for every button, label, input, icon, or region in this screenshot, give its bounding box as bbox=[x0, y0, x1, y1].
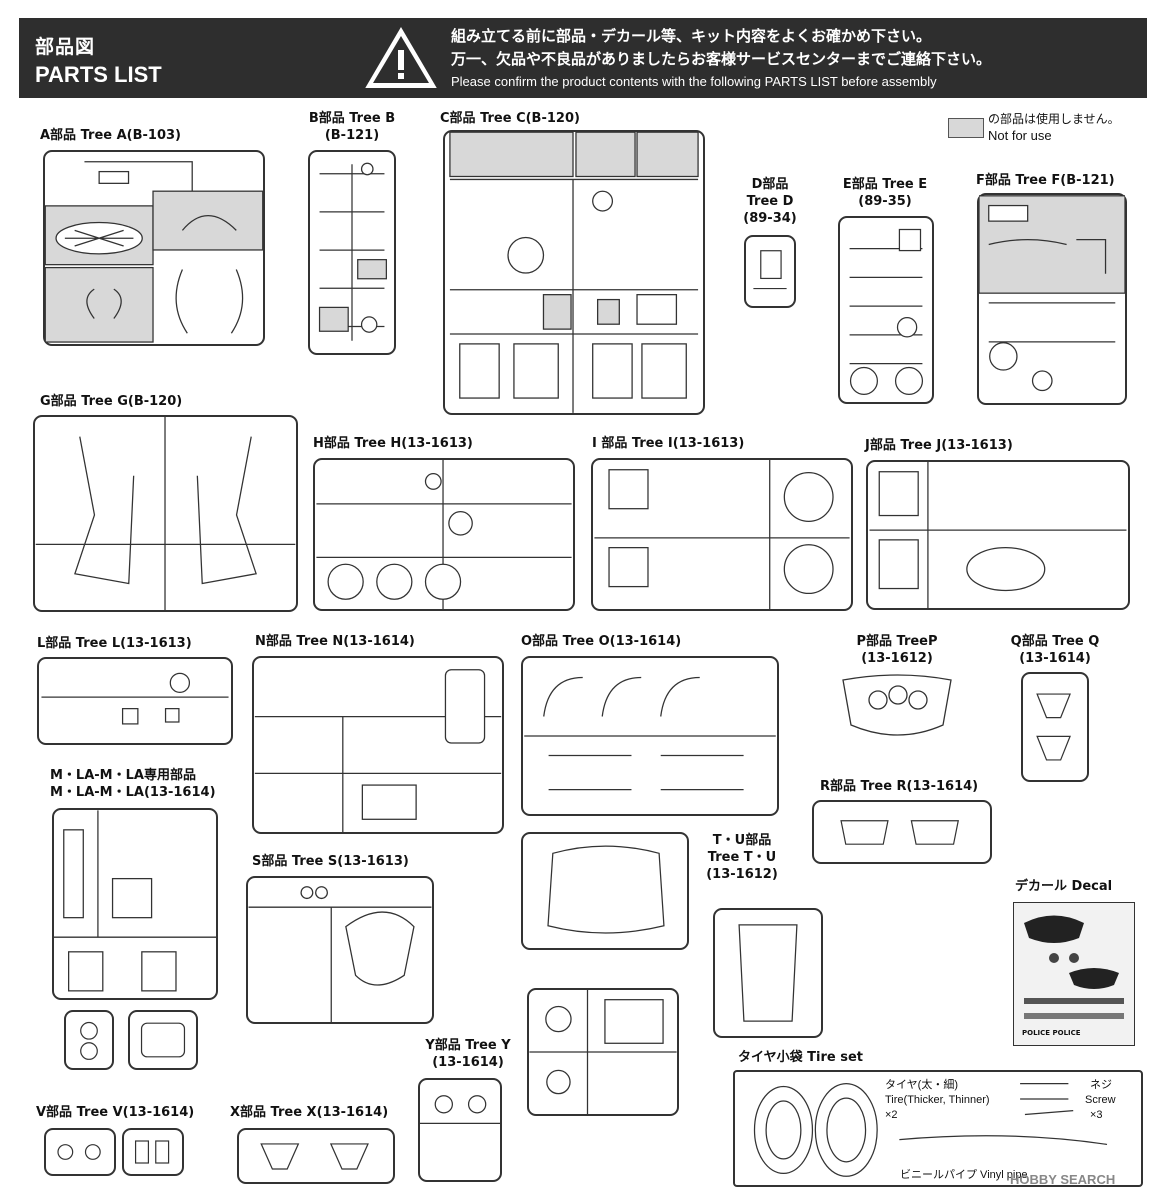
tree-x-label: X部品 Tree X(13-1614) bbox=[230, 1105, 389, 1120]
tree-p-label-name: P部品 TreeP bbox=[856, 634, 938, 649]
tree-o-label: O部品 Tree O(13-1614) bbox=[521, 634, 682, 649]
warning-text-jp-2: 万一、欠品や不良品がありましたらお客様サービスセンターまでご連絡下さい。 bbox=[451, 50, 992, 68]
tree-h-frame bbox=[313, 458, 575, 611]
tree-e-label: E部品 Tree E (89-35) bbox=[835, 176, 935, 210]
decal-graphics bbox=[1024, 915, 1124, 1019]
tire-set-label: タイヤ小袋 Tire set bbox=[738, 1050, 863, 1065]
tree-j-label: J部品 Tree J(13-1613) bbox=[865, 438, 1013, 453]
warning-text-en: Please confirm the product contents with… bbox=[451, 74, 937, 89]
tree-tu-label-code: (13-1612) bbox=[706, 867, 778, 882]
tire-set-frame: タイヤ(太・細) Tire(Thicker, Thinner) ×2 ネジ Sc… bbox=[733, 1070, 1143, 1187]
tree-p-label: P部品 TreeP (13-1612) bbox=[842, 633, 952, 667]
tree-y-label-name: Y部品 Tree Y bbox=[425, 1038, 511, 1053]
tree-a-label: A部品 Tree A(B-103) bbox=[40, 128, 181, 143]
tree-v-frame-2 bbox=[122, 1128, 184, 1176]
tree-l-frame bbox=[37, 657, 233, 745]
tree-b-label: B部品 Tree B (B-121) bbox=[302, 110, 402, 144]
tree-q-label-name: Q部品 Tree Q bbox=[1010, 634, 1100, 649]
tree-b-label-code: (B-121) bbox=[324, 128, 380, 143]
tree-l-label: L部品 Tree L(13-1613) bbox=[37, 636, 192, 651]
tree-q-label: Q部品 Tree Q (13-1614) bbox=[1005, 633, 1105, 667]
tree-x-frame bbox=[237, 1128, 395, 1184]
tree-i-frame bbox=[591, 458, 853, 611]
tire-label-jp: タイヤ(太・細) bbox=[885, 1079, 958, 1091]
tree-c-label: C部品 Tree C(B-120) bbox=[440, 111, 580, 126]
tree-v-label: V部品 Tree V(13-1614) bbox=[36, 1105, 195, 1120]
tree-n-label: N部品 Tree N(13-1614) bbox=[255, 634, 415, 649]
tree-g-frame bbox=[33, 415, 298, 612]
watermark: HOBBY SEARCH bbox=[1010, 1172, 1116, 1187]
tree-c-frame bbox=[443, 130, 705, 415]
tree-e-label-name: E部品 Tree E bbox=[842, 177, 928, 192]
page-title-en: PARTS LIST bbox=[35, 62, 162, 87]
tree-a-frame bbox=[43, 150, 265, 346]
tree-tu-label-sub: Tree T・U bbox=[707, 850, 777, 865]
header-bar: 部品図 PARTS LIST 組み立てる前に部品・デカール等、キット内容をよくお… bbox=[19, 18, 1147, 98]
tree-o-frame bbox=[521, 656, 779, 816]
screw-label-en: Screw bbox=[1085, 1094, 1116, 1106]
tree-u-frame bbox=[713, 908, 823, 1038]
vinyl-pipe-label: ビニールパイプ Vinyl pipe bbox=[900, 1169, 1028, 1181]
tree-d-label: D部品 Tree D (89-34) bbox=[740, 176, 800, 227]
tree-t2-frame bbox=[527, 988, 679, 1116]
not-for-use-swatch bbox=[948, 118, 984, 138]
tree-d-label-sub: Tree D bbox=[746, 194, 794, 209]
screw-label-jp: ネジ bbox=[1090, 1079, 1112, 1091]
tree-r-label: R部品 Tree R(13-1614) bbox=[820, 779, 979, 794]
decal-sheet: POLICE POLICE bbox=[1013, 902, 1135, 1046]
tree-q-label-code: (13-1614) bbox=[1019, 651, 1091, 666]
tree-m-sub-frame-1 bbox=[64, 1010, 114, 1070]
tree-d-label-name: D部品 bbox=[751, 177, 789, 192]
tree-m-frame bbox=[52, 808, 218, 1000]
tree-tu-label-name: T・U部品 bbox=[712, 833, 772, 848]
tree-v-frame-1 bbox=[44, 1128, 116, 1176]
not-for-use-label-en: Not for use bbox=[988, 128, 1052, 143]
decal-police-text: POLICE POLICE bbox=[1022, 1029, 1081, 1037]
page-title-jp: 部品図 bbox=[35, 36, 96, 58]
tree-h-label: H部品 Tree H(13-1613) bbox=[313, 436, 473, 451]
decal-label: デカール Decal bbox=[1015, 879, 1113, 894]
tree-f-frame bbox=[977, 193, 1127, 405]
tree-s-label: S部品 Tree S(13-1613) bbox=[252, 854, 409, 869]
not-for-use-label-jp: の部品は使用しません。 bbox=[988, 112, 1120, 126]
tree-d-frame bbox=[744, 235, 796, 308]
tree-f-label: F部品 Tree F(B-121) bbox=[976, 173, 1115, 188]
tree-b-label-name: B部品 Tree B bbox=[308, 111, 396, 126]
tree-t-frame bbox=[521, 832, 689, 950]
tree-y-label: Y部品 Tree Y (13-1614) bbox=[418, 1037, 518, 1071]
tree-p-label-code: (13-1612) bbox=[861, 651, 933, 666]
screw-qty: ×3 bbox=[1090, 1109, 1103, 1121]
tree-b-frame bbox=[308, 150, 396, 355]
tree-y-label-code: (13-1614) bbox=[432, 1055, 504, 1070]
tree-m-label-code: M・LA-M・LA(13-1614) bbox=[50, 785, 216, 800]
warning-icon bbox=[365, 27, 437, 88]
tree-m-label: M・LA-M・LA専用部品 M・LA-M・LA(13-1614) bbox=[50, 767, 216, 801]
tree-s-frame bbox=[246, 876, 434, 1024]
tree-m-sub-frame-2 bbox=[128, 1010, 198, 1070]
tree-i-label: I 部品 Tree I(13-1613) bbox=[592, 436, 745, 451]
tree-r-frame bbox=[812, 800, 992, 864]
tire-qty: ×2 bbox=[885, 1109, 898, 1121]
tree-d-label-code: (89-34) bbox=[743, 211, 797, 226]
tree-n-frame bbox=[252, 656, 504, 834]
tree-m-label-name: M・LA-M・LA専用部品 bbox=[50, 768, 196, 783]
tree-tu-label: T・U部品 Tree T・U (13-1612) bbox=[697, 832, 787, 883]
tree-y-frame bbox=[418, 1078, 502, 1182]
tree-q-frame bbox=[1021, 672, 1089, 782]
tree-g-label: G部品 Tree G(B-120) bbox=[40, 394, 183, 409]
tire-label-en: Tire(Thicker, Thinner) bbox=[885, 1094, 990, 1106]
tree-e-frame bbox=[838, 216, 934, 404]
tree-j-frame bbox=[866, 460, 1130, 610]
warning-text-jp-1: 組み立てる前に部品・デカール等、キット内容をよくお確かめ下さい。 bbox=[451, 27, 932, 45]
tree-p-fairing-part bbox=[842, 674, 952, 736]
tree-e-label-code: (89-35) bbox=[858, 194, 912, 209]
